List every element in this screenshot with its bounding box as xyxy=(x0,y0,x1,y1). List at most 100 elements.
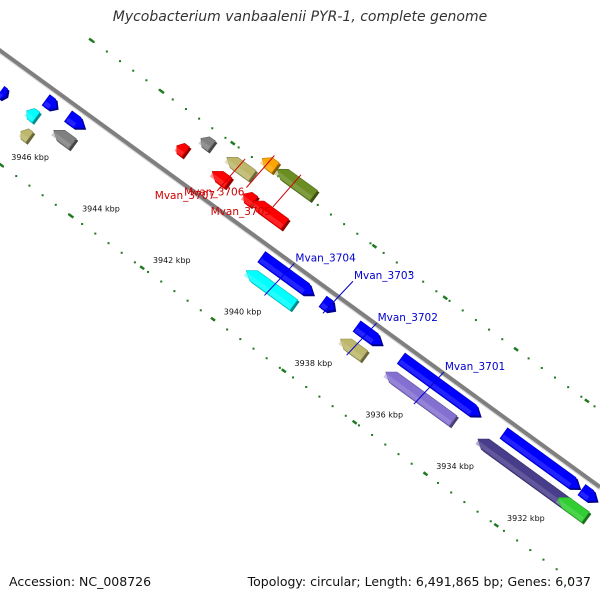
gene-highlight xyxy=(398,359,472,415)
gene-highlight xyxy=(18,132,29,142)
gene-label[interactable]: Mvan_3706 xyxy=(184,187,245,199)
scale-tick xyxy=(442,295,449,301)
scale-dot xyxy=(357,424,360,427)
scale-dot xyxy=(173,290,176,293)
scale-dot xyxy=(250,156,253,159)
gene-label-leader xyxy=(216,158,246,192)
gene-feature[interactable] xyxy=(499,427,582,490)
backbone-layer xyxy=(0,47,600,491)
gene-feature[interactable] xyxy=(274,168,320,203)
accession-text: Accession: NC_008726 xyxy=(9,574,152,589)
scale-dot xyxy=(160,280,163,283)
scale-tick-label: 3936 kbp xyxy=(365,411,403,420)
scale-dot xyxy=(105,50,108,53)
gene-label-leader xyxy=(322,280,354,314)
scale-dot xyxy=(502,529,505,532)
gene-highlight xyxy=(243,271,293,309)
gene-feature[interactable] xyxy=(243,270,300,313)
scale-dot xyxy=(331,405,334,408)
scale-dot xyxy=(211,127,214,130)
gene-feature[interactable] xyxy=(198,136,218,154)
gene-label[interactable]: Mvan_3702 xyxy=(378,312,438,324)
gene-highlight xyxy=(555,498,585,522)
gene-feature[interactable] xyxy=(250,200,291,232)
gene-feature[interactable] xyxy=(338,338,370,364)
scale-dot xyxy=(476,510,479,513)
scale-dot xyxy=(435,290,438,293)
gene-highlight xyxy=(43,101,52,109)
gene-arrow xyxy=(557,497,590,523)
scale-tick xyxy=(371,243,378,249)
scale-dot xyxy=(305,386,308,389)
gene-feature[interactable] xyxy=(63,110,87,130)
scale-dot xyxy=(184,108,187,111)
gene-highlight xyxy=(579,491,590,501)
scale-dot xyxy=(555,568,558,571)
scale-dot xyxy=(408,271,411,274)
gene-feature[interactable] xyxy=(555,497,592,525)
scale-dot xyxy=(226,328,229,331)
scale-dot xyxy=(81,222,84,225)
scale-tick-label: 3934 kbp xyxy=(436,462,474,471)
scale-dot xyxy=(265,357,268,360)
gene-feature[interactable] xyxy=(51,130,79,152)
scale-dot xyxy=(199,309,202,312)
scale-dot xyxy=(278,366,281,369)
gene-label[interactable]: Mvan_3701 xyxy=(445,361,505,373)
gene-label-leader xyxy=(413,371,445,405)
gene-feature[interactable] xyxy=(318,295,337,314)
gene-label-leader xyxy=(346,322,377,356)
gene-feature[interactable] xyxy=(0,85,10,102)
scale-dot xyxy=(488,328,491,331)
scale-dot xyxy=(292,376,295,379)
scale-dot xyxy=(133,261,136,264)
gene-highlight xyxy=(320,302,329,311)
gene-highlight xyxy=(475,440,567,508)
gene-feature[interactable] xyxy=(174,142,192,160)
gene-feature[interactable] xyxy=(224,156,259,184)
scale-dot xyxy=(28,184,31,187)
gene-feature[interactable] xyxy=(240,191,260,210)
scale-dot xyxy=(542,558,545,561)
scale-tick xyxy=(513,346,519,352)
scale-dot xyxy=(343,223,346,226)
scale-dot xyxy=(422,280,425,283)
scale-tick xyxy=(88,37,94,43)
gene-feature[interactable] xyxy=(475,438,574,512)
gene-feature[interactable] xyxy=(259,157,282,176)
gene-feature[interactable] xyxy=(24,108,42,125)
gene-feature[interactable] xyxy=(383,371,459,429)
scale-dot xyxy=(540,366,543,369)
gene-arrow xyxy=(211,171,233,189)
gene-highlight xyxy=(250,202,284,229)
gene-feature[interactable] xyxy=(41,94,59,112)
scale-dot xyxy=(2,165,5,168)
scale-dot xyxy=(120,251,123,254)
scale-dot xyxy=(318,395,321,398)
gene-feature[interactable] xyxy=(18,128,36,145)
scale-tick-label: 3940 kbp xyxy=(224,308,262,317)
scale-dot xyxy=(527,357,530,360)
gene-layer xyxy=(0,85,599,525)
scale-tick xyxy=(281,368,287,374)
scale-dot xyxy=(371,433,374,436)
gene-feature[interactable] xyxy=(577,484,599,504)
scale-dot xyxy=(384,443,387,446)
gene-label[interactable]: Mvan_3707 xyxy=(155,190,215,202)
scale-dot xyxy=(171,98,174,101)
gene-label[interactable]: Mvan_3703 xyxy=(354,270,414,282)
scale-dot xyxy=(461,309,464,312)
scale-tick-label: 3932 kbp xyxy=(507,514,545,523)
scale-tick-label: 3946 kbp xyxy=(11,153,49,162)
scale-dot xyxy=(147,270,150,273)
gene-label[interactable]: Mvan_3705 xyxy=(211,206,271,218)
scale-dot xyxy=(237,146,240,149)
gene-label-leader xyxy=(246,155,275,188)
gene-highlight xyxy=(209,172,227,187)
scale-dot xyxy=(145,79,148,82)
gene-highlight xyxy=(354,327,374,344)
gene-label[interactable]: Mvan_3704 xyxy=(295,252,356,264)
gene-feature[interactable] xyxy=(396,352,482,418)
scale-tick xyxy=(0,162,4,168)
